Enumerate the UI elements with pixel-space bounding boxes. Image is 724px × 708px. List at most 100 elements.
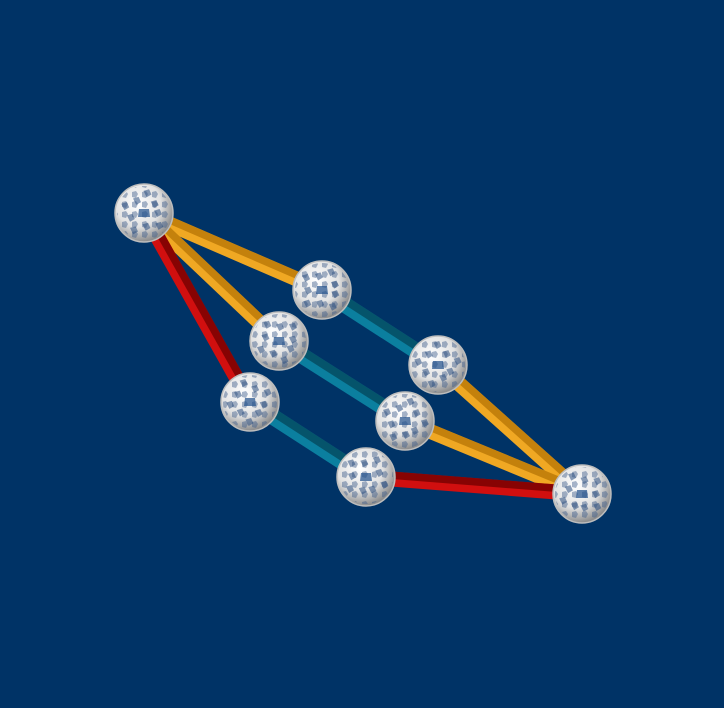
cage-hole [414,357,423,366]
bond-facet-4 [322,283,443,365]
cage-hole [304,286,313,295]
bond-facet-5 [279,334,410,421]
cage-center-hole [576,490,588,498]
cage-hole [121,202,130,211]
cage-center-hole [360,473,372,481]
bond-facet-7 [438,359,588,494]
cage-hole [347,459,356,468]
bond-facet-2 [144,207,285,341]
cage-hole [570,502,579,511]
cage-hole [330,280,339,289]
cage-hole [433,341,442,350]
cage-hole [259,400,268,409]
cage-hole [133,196,141,205]
cage-hole [395,404,404,413]
cage-hole [345,484,354,493]
bond-facet-8 [405,414,585,494]
cage-hole [360,459,369,468]
cage-hole [422,368,431,377]
cage-hole [380,480,389,489]
atom-rim [375,391,435,451]
cage-hole [410,427,419,436]
atom-rim [552,464,612,524]
atom-sphere-8 [552,464,612,524]
cage-hole [302,273,311,282]
cage-hole [420,419,429,428]
cage-hole [263,320,272,329]
cage-hole [442,350,451,359]
cage-hole [150,200,159,209]
cage-center-hole [316,286,328,294]
cage-hole [348,472,357,481]
cage-hole [143,189,152,198]
atom-sphere-3 [249,311,309,371]
atom-rim [336,447,396,507]
atom-sphere-2 [292,260,352,320]
cage-hole [580,503,589,512]
cage-hole [568,472,577,481]
cage-hole [412,409,421,418]
cage-hole [439,374,448,383]
cage-hole [383,408,392,417]
cage-hole [401,430,410,439]
atom-sphere-4 [220,372,280,432]
cage-hole [453,357,462,366]
atom-sphere-7 [336,447,396,507]
bond-facet-1 [144,206,325,290]
cage-hole [303,299,312,308]
bonds-layer [137,206,588,502]
bond-facet-3 [144,209,257,402]
cage-center-hole [399,417,411,425]
cage-center-hole [432,361,444,369]
cage-hole [559,496,568,505]
cage-hole [593,477,602,486]
cage-hole [261,333,270,342]
cage-hole [358,486,367,495]
cage-hole [406,397,415,406]
cage-hole [314,272,323,281]
cage-hole [126,213,135,222]
cage-hole [580,476,589,485]
cage-hole [591,490,600,499]
cage-hole [375,468,384,477]
cage-hole [280,356,289,365]
cage-hole [327,268,336,277]
atom-rim [220,372,280,432]
cage-hole [564,485,573,494]
cage-hole [236,408,245,417]
cage-hole [424,350,433,359]
atom-sphere-6 [375,391,435,451]
cage-hole [593,502,602,511]
cage-hole [316,299,325,308]
cage-hole [389,433,398,442]
cage-center-hole [244,398,256,406]
cage-hole [245,417,254,426]
cage-hole [256,345,265,354]
cage-hole [130,226,138,235]
cage-hole [331,290,340,299]
cage-hole [155,221,164,230]
cage-center-hole [138,209,150,217]
cage-hole [269,349,278,358]
cage-hole [427,379,436,388]
atom-rim [114,183,174,243]
bond-facet-9 [366,469,583,494]
cage-hole [154,209,162,217]
atom-rim [249,311,309,371]
cage-hole [372,456,381,465]
atom-sphere-5 [408,335,468,395]
cage-hole [234,390,243,399]
cage-hole [263,388,272,397]
cage-hole [368,485,377,494]
cage-hole [226,400,235,409]
cage-hole [446,367,455,376]
cage-hole [328,302,337,311]
cage-hole [286,344,295,353]
bond-facet-6 [250,395,371,477]
atom-sphere-1 [114,183,174,243]
cage-hole [387,420,396,429]
atom-rim [408,335,468,395]
cage-center-hole [273,337,285,345]
